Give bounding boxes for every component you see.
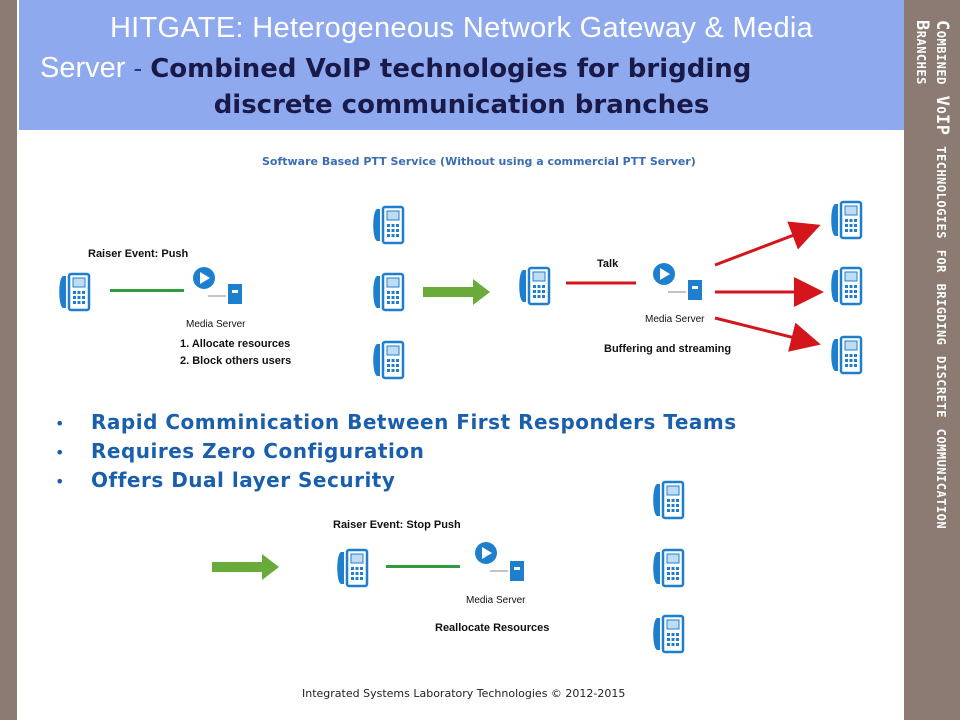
media-server-label: Media Server (186, 319, 246, 330)
red-arrow-icon (714, 316, 821, 352)
green-arrow-icon (423, 279, 490, 305)
phone-icon (516, 266, 552, 306)
media-server-label: Media Server (466, 595, 526, 606)
title-server-word: Server (40, 52, 126, 84)
phone-icon (828, 200, 864, 240)
bullet-item: •Rapid Comminication Between First Respo… (55, 410, 737, 434)
title-separator: - (133, 53, 143, 83)
right-side-panel (904, 0, 960, 720)
phone-icon (370, 205, 406, 245)
media-server-icon (650, 262, 710, 304)
bullet-item: •Offers Dual layer Security (55, 468, 396, 492)
phone-icon (334, 548, 370, 588)
push-line (110, 289, 184, 292)
allocate-label: 1. Allocate resources (180, 338, 291, 350)
reallocate-label: Reallocate Resources (435, 622, 550, 634)
red-arrow-icon (714, 221, 821, 267)
diagram-title: Software Based PTT Service (Without usin… (262, 155, 696, 168)
stop-push-line (386, 565, 460, 568)
media-server-label: Media Server (645, 314, 705, 325)
phone-icon (828, 335, 864, 375)
subtitle-line1: Combined VoIP technologies for brigding (150, 54, 752, 84)
phone-icon (370, 340, 406, 380)
bullet-item: •Requires Zero Configuration (55, 439, 425, 463)
left-border-bar (0, 0, 17, 720)
bullet-list: •Rapid Comminication Between First Respo… (55, 410, 737, 497)
block-label: 2. Block others users (180, 355, 292, 367)
push-event-label: Raiser Event: Push (88, 248, 189, 260)
buffering-label: Buffering and streaming (604, 343, 732, 355)
phone-icon (56, 272, 92, 312)
slide-title-line1: HITGATE: Heterogeneous Network Gateway &… (109, 12, 814, 44)
green-arrow-icon (212, 554, 279, 580)
media-server-icon (472, 541, 532, 583)
slide-title-line2: Server - Combined VoIP technologies for … (40, 52, 751, 85)
media-server-icon (190, 264, 250, 306)
footer-copyright: Integrated Systems Laboratory Technologi… (302, 687, 626, 700)
phone-icon (650, 614, 686, 654)
phone-icon (828, 266, 864, 306)
phone-icon (650, 548, 686, 588)
phone-icon (650, 480, 686, 520)
stop-push-event-label: Raiser Event: Stop Push (333, 519, 461, 531)
subtitle-line2: discrete communication branches (213, 90, 710, 120)
phone-icon (370, 272, 406, 312)
talk-label: Talk (597, 258, 619, 270)
title-banner (19, 0, 904, 130)
